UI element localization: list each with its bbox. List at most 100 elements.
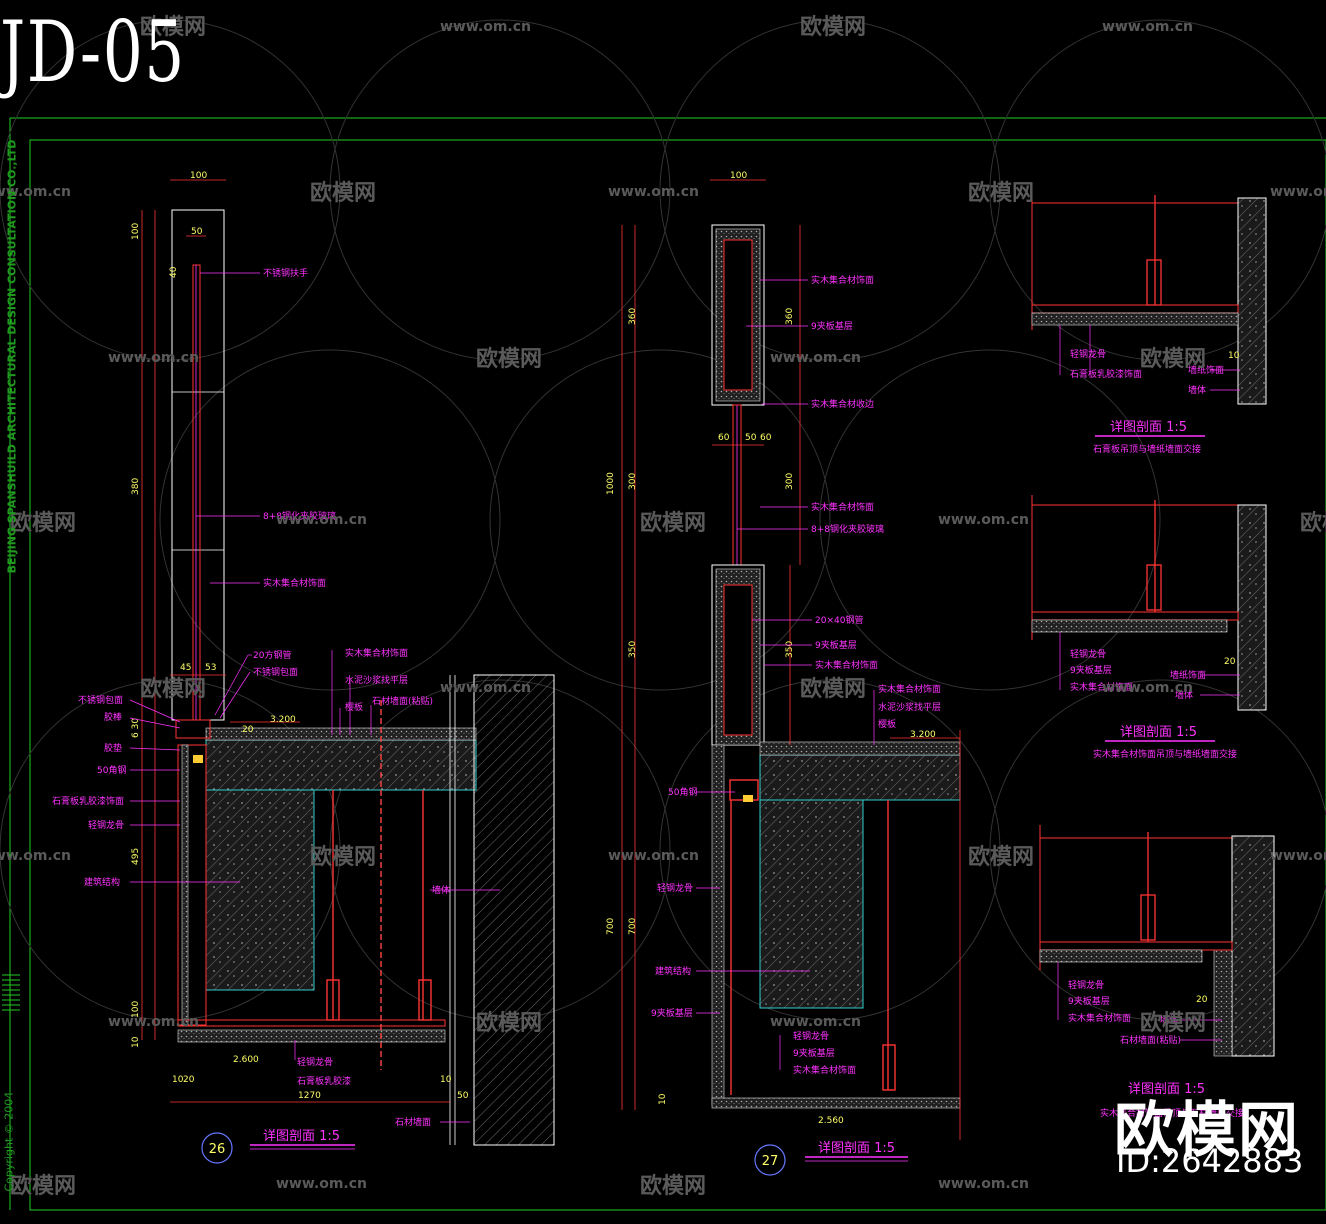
annotation: 不锈钢包面 <box>253 666 298 678</box>
dim-label: 20 <box>183 1075 195 1085</box>
annotation: 实木集合材饰面 <box>878 683 941 695</box>
dim-label: 10 <box>131 1036 141 1048</box>
annotation: 水泥沙浆找平层 <box>345 674 408 686</box>
watermark-brand: 欧模网 <box>10 1173 76 1199</box>
annotation: 20×40钢管 <box>815 614 863 626</box>
title-block-ticks <box>2 974 20 1011</box>
dim-label: 350 <box>628 641 638 658</box>
dim-label: 50 <box>457 1091 469 1101</box>
watermark-url: www.om.cn <box>108 1014 199 1030</box>
watermark-layer: 欧模网 欧模网 欧模网 欧模网 欧模网 欧模网 欧模网 欧模网 欧模网 欧模网 … <box>10 14 1326 1199</box>
annotation: 墙体 <box>1160 1014 1178 1026</box>
detail-number-circle <box>201 1132 233 1164</box>
annotation: 石材墙面(粘贴) <box>1120 1034 1181 1046</box>
beam <box>759 799 864 1009</box>
annotation: 胶垫 <box>104 742 122 754</box>
dim-label: 10 <box>172 1075 184 1085</box>
dim-label: 100 <box>131 1001 141 1018</box>
watermark-url: www.om.cn <box>0 848 71 864</box>
detail-title: 详图剖面 1:5 <box>263 1129 340 1144</box>
watermark-brand: 欧模网 <box>1140 346 1206 372</box>
annotation: 9夹板基层 <box>793 1047 835 1059</box>
level-mark: 3.200 <box>910 730 936 740</box>
watermark-url: www.om.cn <box>1270 184 1326 200</box>
watermark-brand: 欧模网 <box>640 510 706 536</box>
annotation: 石膏板乳胶漆饰面 <box>52 795 124 807</box>
dim-label: 6 30 <box>131 718 141 738</box>
wall <box>473 674 555 1146</box>
annotation: 石膏板乳胶漆 <box>297 1075 351 1087</box>
annotation: 胶棒 <box>104 711 122 723</box>
dim-label: 100 <box>131 223 141 240</box>
wall <box>1237 197 1267 405</box>
annotation: 水泥沙浆找平层 <box>878 701 941 713</box>
annotation: 樱板 <box>878 718 896 730</box>
detail-subtitle: 实木集合材饰面吊顶与墙纸墙面交接 <box>1093 748 1237 760</box>
detail-title: 详图剖面 1:5 <box>818 1141 895 1156</box>
watermark-brand: 欧模网 <box>310 844 376 870</box>
dim-label: 1270 <box>298 1091 321 1101</box>
annotation: 石材墙面 <box>395 1116 431 1128</box>
watermark-brand: 欧模网 <box>310 180 376 206</box>
annotation: 轻钢龙骨 <box>1070 348 1106 360</box>
watermark-brand: 欧模网 <box>800 676 866 702</box>
beam <box>205 789 315 991</box>
annotation: 50角钢 <box>97 764 126 776</box>
copyright-text: Copyright © 2004 <box>2 1091 16 1192</box>
level-mark: 2.600 <box>233 1055 259 1065</box>
glass-pane <box>192 264 201 721</box>
dim-label: 360 <box>628 308 638 325</box>
annotation: 实木集合材饰面 <box>815 659 878 671</box>
watermark-id: ID:2642883 <box>1116 1142 1304 1180</box>
dim-label: 1000 <box>606 472 616 495</box>
watermark-url: www.om.cn <box>440 680 531 696</box>
detail-number-circle <box>754 1144 786 1176</box>
watermark-brand: 欧模网 <box>476 346 542 372</box>
dim-label: 700 <box>606 918 616 935</box>
annotation: 不锈钢包面 <box>78 694 123 706</box>
floor-slab <box>759 754 961 801</box>
detail-number: 26 <box>209 1142 226 1157</box>
detail-27: 100 360 360 60 50 60 1000 300 300 350 35… <box>606 171 961 1176</box>
watermark-brand: 欧模网 <box>1140 1010 1206 1036</box>
annotation: 建筑结构 <box>655 965 691 977</box>
watermark-brand: 欧模网 <box>140 676 206 702</box>
watermark-brand: 欧模网 <box>10 510 76 536</box>
watermark-brand-large: 欧模网 <box>1114 1096 1300 1166</box>
dim-label: 380 <box>131 478 141 495</box>
dim-label: 20 <box>1196 995 1208 1005</box>
wall <box>1237 504 1267 711</box>
wall <box>1231 835 1275 1057</box>
dim-label: 300 <box>628 473 638 490</box>
annotation: 实木集合材饰面 <box>1068 1012 1131 1024</box>
dim-label: 60 <box>718 433 730 443</box>
detail-number: 27 <box>762 1154 779 1169</box>
glass-post <box>171 209 225 721</box>
annotation: 9夹板基层 <box>815 639 857 651</box>
detail-title: 详图剖面 1:5 <box>1120 725 1197 740</box>
annotation: 9夹板基层 <box>1068 995 1110 1007</box>
level-mark: 3.200 <box>270 715 296 725</box>
annotation: 樱板 <box>345 701 363 713</box>
watermark-brand: 欧模网 <box>640 1173 706 1199</box>
company-name: BEIJING SPANSHUILD ARCHITECTURAL DESIGN … <box>5 139 19 574</box>
dim-label: 10 <box>1228 351 1240 361</box>
annotation: 墙体 <box>1188 384 1206 396</box>
watermark-url: www.om.cn <box>276 512 367 528</box>
dim-label: 100 <box>730 171 747 181</box>
annotation: 轻钢龙骨 <box>657 882 693 894</box>
annotation: 8+8钢化夹胶玻璃 <box>263 510 336 522</box>
annotation: 实木集合材收边 <box>811 398 874 410</box>
annotation: 9夹板基层 <box>1070 664 1112 676</box>
annotation: 轻钢龙骨 <box>88 819 124 831</box>
annotation: 轻钢龙骨 <box>297 1056 333 1068</box>
watermark-url: www.om.cn <box>440 19 531 35</box>
watermark-url: www.om.cn <box>770 1014 861 1030</box>
annotation: 建筑结构 <box>84 876 120 888</box>
watermark-url: www.om.cn <box>770 350 861 366</box>
annotation: 轻钢龙骨 <box>1068 979 1104 991</box>
annotation: 50角钢 <box>668 786 697 798</box>
watermark-url: www.om.cn <box>0 184 71 200</box>
level-mark: 2.560 <box>818 1116 844 1126</box>
